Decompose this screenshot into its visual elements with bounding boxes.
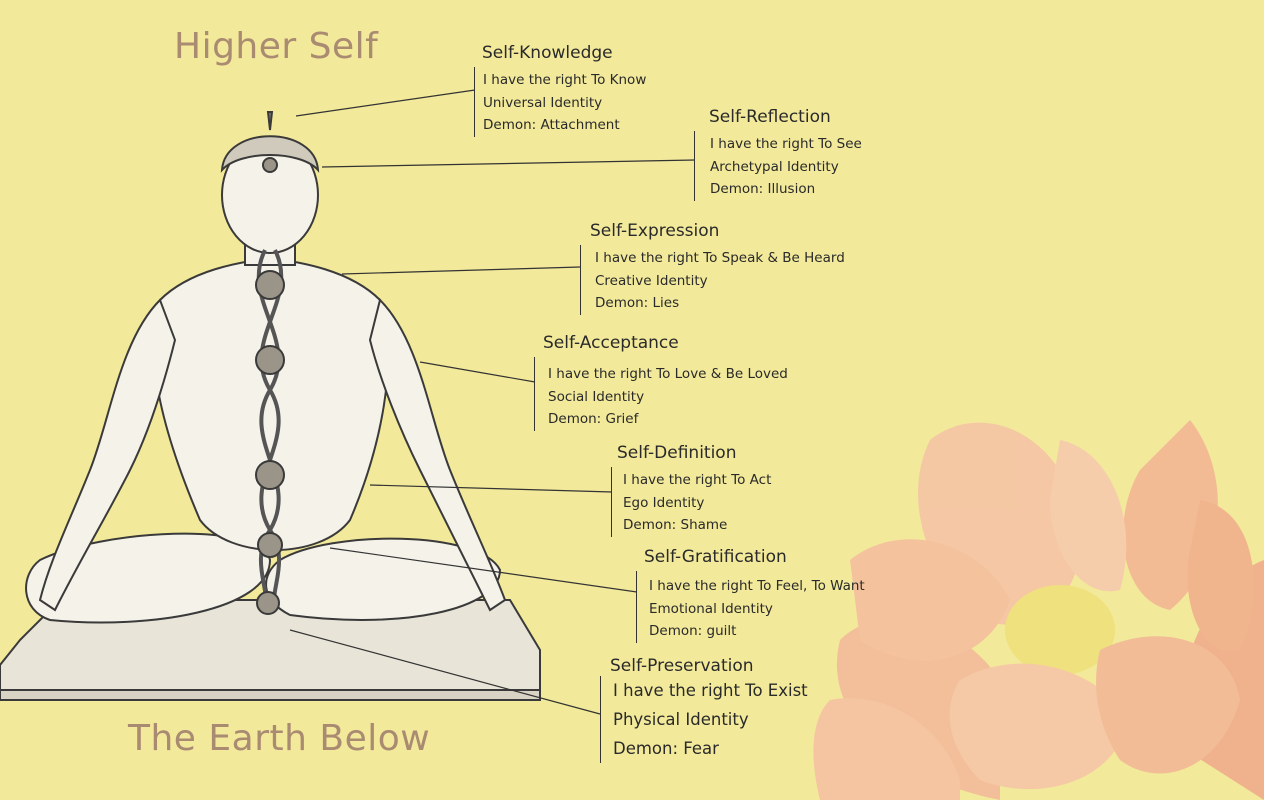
chakra-demon: Demon: Shame (623, 517, 728, 533)
leader-line-solar (369, 484, 613, 493)
chakra-crown: Self-Knowledge I have the right To Know … (474, 43, 646, 137)
leader-line-sacral (329, 547, 638, 593)
chakra-demon: Demon: Lies (595, 295, 680, 311)
chakra-right: I have the right To See (710, 136, 862, 152)
chakra-title: Self-Gratification (644, 547, 787, 567)
chakra-identity: Social Identity (548, 388, 645, 405)
chakra-details: I have the right To Speak & Be Heard Cre… (580, 245, 845, 315)
chakra-title: Self-Reflection (709, 107, 831, 127)
chakra-details: I have the right To Act Ego Identity Dem… (611, 467, 771, 537)
chakra-title: Self-Knowledge (482, 43, 613, 63)
chakra-demon: Demon: Fear (613, 739, 719, 758)
leader-line-root (289, 629, 601, 715)
leader-lines (289, 89, 696, 715)
chakra-details: I have the right To See Archetypal Ident… (694, 131, 862, 201)
chakra-demon: Demon: Attachment (483, 117, 620, 133)
chakra-title: Self-Definition (617, 443, 737, 463)
earth-below-label: The Earth Below (128, 718, 431, 759)
chakra-details: I have the right To Know Universal Ident… (474, 67, 646, 137)
leader-line-crown (295, 89, 476, 117)
chakra-identity: Archetypal Identity (710, 158, 839, 175)
chakra-identity: Physical Identity (613, 710, 749, 729)
chakra-demon: Demon: Illusion (710, 181, 816, 197)
leader-line-third-eye (321, 159, 696, 168)
chakra-sacral: Self-Gratification I have the right To F… (636, 547, 865, 643)
chakra-right: I have the right To Know (483, 72, 647, 88)
chakra-demon: Demon: Grief (548, 411, 639, 427)
chakra-details: I have the right To Feel, To Want Emotio… (636, 571, 865, 643)
chakra-identity: Universal Identity (483, 94, 603, 111)
chakra-details: I have the right To Love & Be Loved Soci… (534, 357, 788, 431)
chakra-right: I have the right To Feel, To Want (649, 578, 865, 594)
chakra-right: I have the right To Exist (613, 681, 808, 700)
chakra-identity: Creative Identity (595, 272, 708, 289)
chakra-right: I have the right To Speak & Be Heard (595, 250, 845, 266)
chakra-right: I have the right To Love & Be Loved (548, 366, 788, 382)
chakra-solar-plexus: Self-Definition I have the right To Act … (611, 443, 771, 537)
chakra-throat: Self-Expression I have the right To Spea… (580, 221, 845, 315)
lotus-flower-image (813, 420, 1264, 800)
meditating-figure-image (0, 111, 541, 701)
chakra-title: Self-Acceptance (543, 333, 679, 353)
chakra-demon: Demon: guilt (649, 623, 737, 639)
leader-line-throat (341, 266, 581, 275)
chakra-third-eye: Self-Reflection I have the right To See … (694, 107, 862, 201)
chakra-identity: Ego Identity (623, 494, 705, 511)
chakra-right: I have the right To Act (623, 472, 772, 488)
chakra-title: Self-Expression (590, 221, 720, 241)
chakra-root: Self-Preservation I have the right To Ex… (600, 656, 808, 763)
chakra-details: I have the right To Exist Physical Ident… (600, 676, 808, 763)
chakra-heart: Self-Acceptance I have the right To Love… (534, 333, 788, 431)
higher-self-label: Higher Self (174, 26, 379, 67)
chakra-title: Self-Preservation (610, 656, 754, 676)
leader-line-heart (419, 361, 536, 383)
chakra-identity: Emotional Identity (649, 600, 773, 617)
